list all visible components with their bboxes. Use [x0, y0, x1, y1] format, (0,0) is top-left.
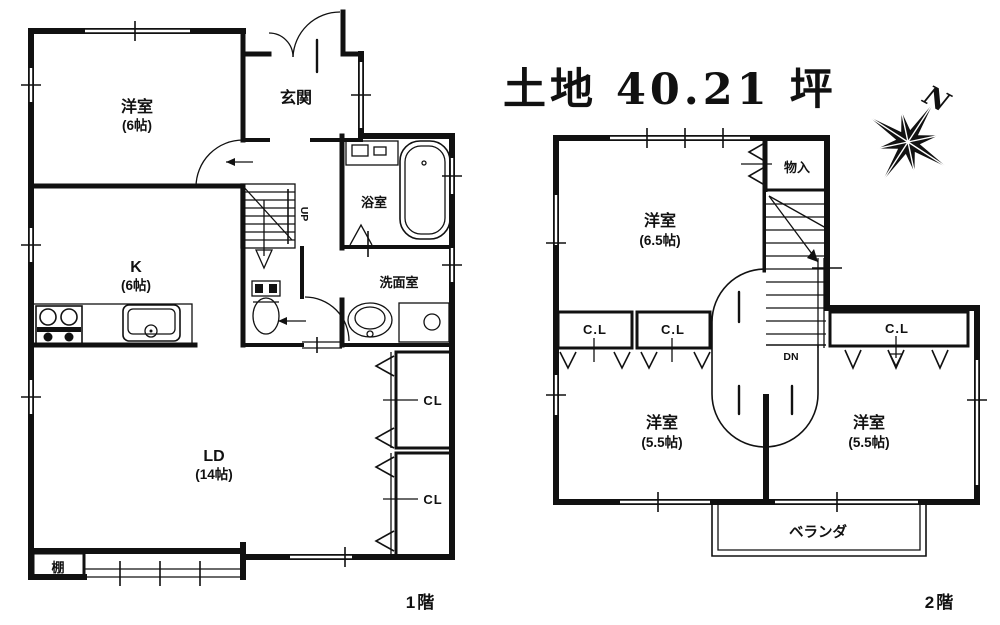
storage-label: 物入	[784, 160, 810, 175]
stairs-down-label: DN	[783, 351, 798, 363]
room-label-living: LD	[203, 448, 224, 465]
hall-door-leaves	[737, 290, 794, 416]
closet-label-upper: CL	[423, 393, 442, 408]
stairs-1f: UP	[240, 183, 310, 270]
room-label-washroom: 洗面室	[379, 275, 418, 290]
north-label: N	[917, 80, 955, 120]
room-label-entrance: 玄関	[280, 88, 312, 107]
room-label-western65: 洋室	[644, 211, 676, 230]
closet-a-label: C.L	[583, 322, 607, 337]
room-size-western55-right: (5.5帖)	[848, 434, 889, 450]
compass-star-icon	[869, 103, 947, 181]
closet-b-label: C.L	[661, 322, 685, 337]
stairs-2f: DN	[766, 192, 842, 363]
room-size-western65: (6.5帖)	[639, 232, 680, 248]
shelf-label: 棚	[51, 560, 64, 575]
land-area-title: 土地 40.21 坪	[503, 65, 837, 115]
room-size-kitchen: (6帖)	[121, 277, 151, 293]
closet-c-label: C.L	[885, 321, 909, 336]
floor1-interior-walls	[28, 28, 454, 353]
veranda-outline	[711, 502, 927, 557]
floor2-windows	[546, 128, 987, 512]
bathtub	[345, 140, 451, 257]
room-label-kitchen: K	[130, 259, 142, 276]
compass-rose: N	[869, 80, 956, 181]
stairs-arrowhead	[254, 249, 274, 270]
room-size-western55-left: (5.5帖)	[641, 434, 682, 450]
floor1-windows	[21, 21, 462, 586]
floor1-plan: UP	[21, 9, 462, 612]
toilet	[251, 280, 350, 342]
step-arrow	[226, 158, 235, 166]
room-label-western55-left: 洋室	[646, 413, 678, 432]
washroom-fixtures	[347, 302, 450, 343]
room-label-western6: 洋室	[121, 97, 153, 116]
floor2-interior-walls	[762, 138, 827, 505]
bedroom-door-arc	[195, 139, 244, 188]
room-label-bath: 浴室	[361, 195, 387, 210]
floor2-caption: 2階	[925, 593, 955, 612]
closets-1f	[374, 350, 454, 559]
stairs-up-label: UP	[298, 207, 310, 222]
room-size-western6: (6帖)	[122, 117, 152, 133]
room-size-living: (14帖)	[195, 466, 233, 482]
closets-2f	[556, 310, 970, 370]
entrance-door-arcs	[226, 11, 341, 166]
floor1-caption: 1階	[406, 593, 436, 612]
kitchen-counter	[32, 303, 193, 347]
shelf-box	[31, 551, 86, 578]
closet-label-lower: CL	[423, 492, 442, 507]
room-label-western55-right: 洋室	[853, 413, 885, 432]
storage-door-marks	[741, 143, 772, 185]
veranda-label: ベランダ	[789, 523, 847, 541]
floor2-plan: DN	[546, 128, 987, 612]
